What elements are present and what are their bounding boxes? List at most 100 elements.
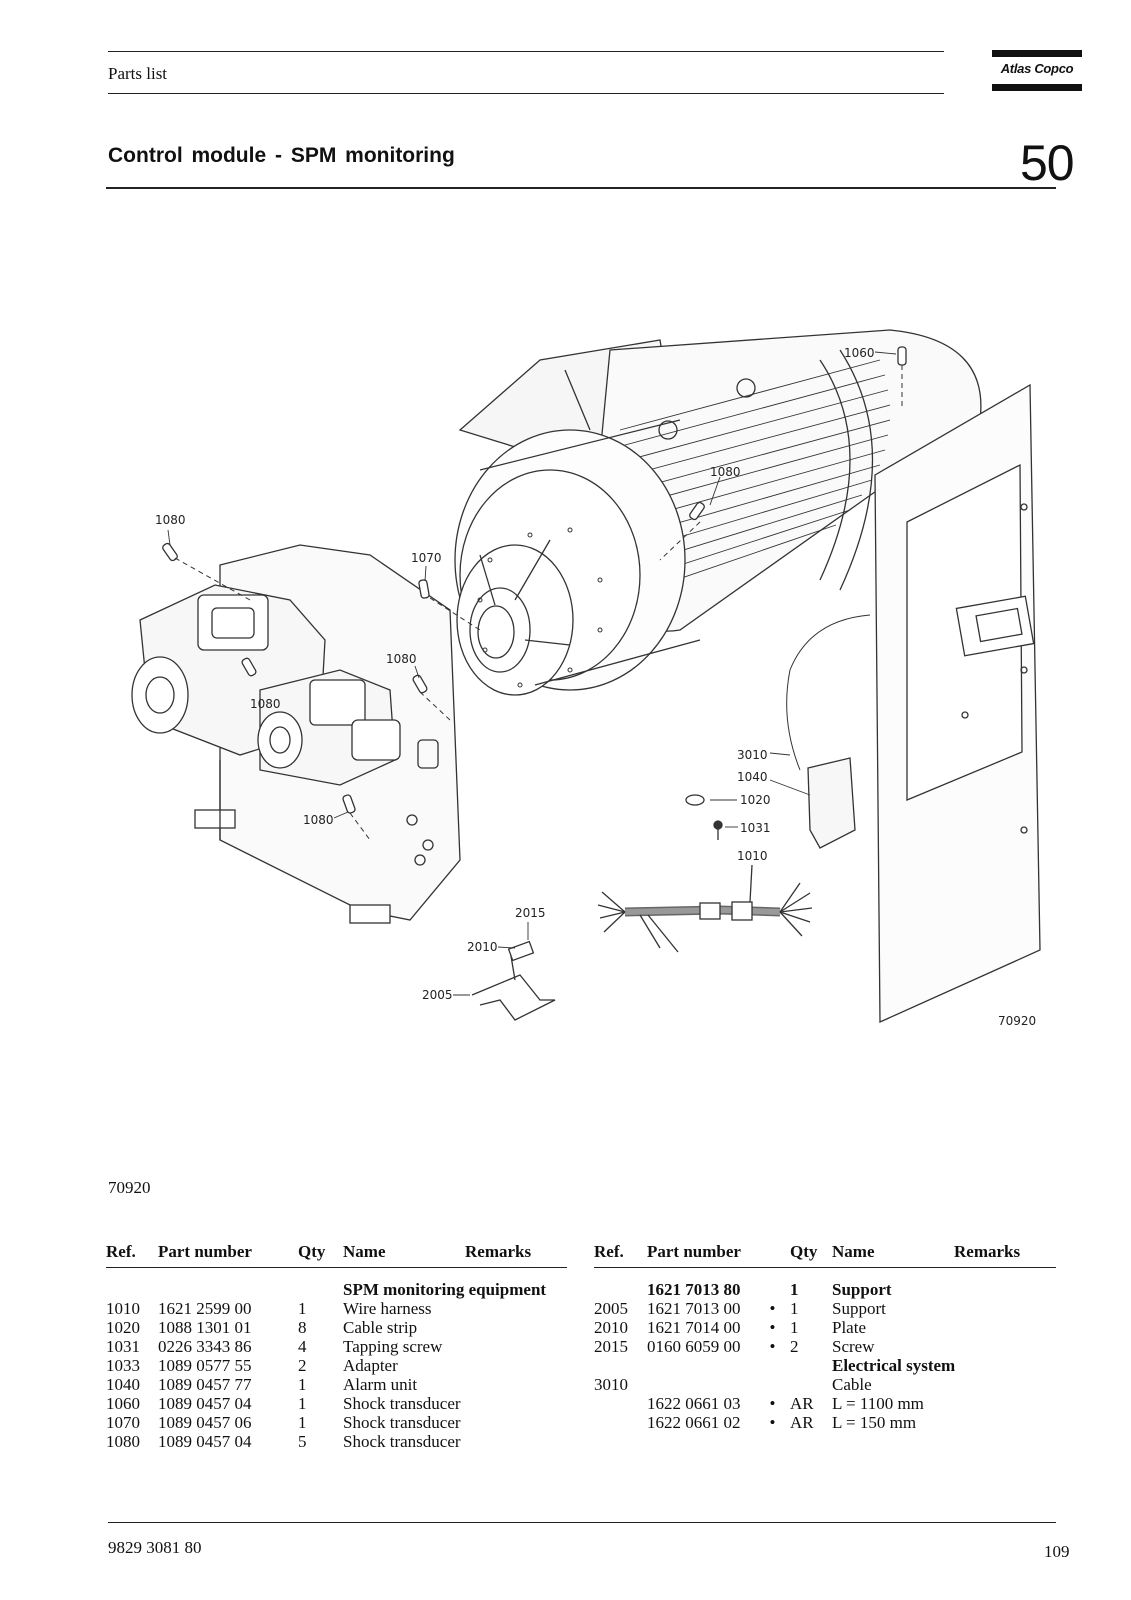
drawing-number: 70920 xyxy=(998,1014,1036,1028)
header-top-rule xyxy=(108,51,944,52)
title-rule xyxy=(106,187,1056,189)
cell-part-number: 1089 0457 77 xyxy=(158,1375,252,1394)
cell-qty: 1 xyxy=(298,1299,307,1318)
cell-marker xyxy=(276,1318,298,1337)
cell-marker: • xyxy=(769,1413,776,1432)
col-qty: Qty xyxy=(790,1237,832,1268)
callout-1031: 1031 xyxy=(740,821,771,835)
callout-1080-c: 1080 xyxy=(386,652,417,666)
cell-name: Shock transducer xyxy=(343,1413,461,1432)
col-remarks: Remarks xyxy=(954,1237,1056,1268)
col-part-number: Part number xyxy=(647,1237,755,1268)
cell-qty: AR xyxy=(790,1413,814,1432)
cell-ref xyxy=(594,1280,647,1299)
header-bottom-rule xyxy=(108,93,944,94)
cell-ref: 1080 xyxy=(106,1432,140,1451)
mounting-plate xyxy=(874,383,1041,1024)
cell-ref xyxy=(594,1356,647,1375)
cell-marker: • xyxy=(769,1394,776,1413)
page-number: 109 xyxy=(1044,1542,1070,1561)
cell-marker: • xyxy=(769,1337,776,1356)
cell-part-number: 1088 1301 01 xyxy=(158,1318,252,1337)
support-bracket xyxy=(471,940,556,1021)
cell-part-number: 1089 0457 06 xyxy=(158,1413,252,1432)
cell-name: Adapter xyxy=(343,1356,398,1375)
cell-ref: 1020 xyxy=(106,1318,140,1337)
cell-ref: 2015 xyxy=(594,1337,628,1356)
footer-rule xyxy=(108,1522,1056,1523)
callout-1080-b: 1080 xyxy=(155,513,186,527)
cell-marker xyxy=(755,1356,790,1375)
cell-ref: 3010 xyxy=(594,1375,628,1394)
cell-name: SPM monitoring equipment xyxy=(343,1280,547,1299)
cell-name: Support xyxy=(832,1280,892,1299)
cell-name: L = 150 mm xyxy=(832,1413,917,1432)
cell-qty: 4 xyxy=(298,1337,307,1356)
cell-qty: 1 xyxy=(298,1375,307,1394)
cell-ref xyxy=(594,1413,647,1432)
cell-marker xyxy=(276,1356,298,1375)
cell-ref: 1010 xyxy=(106,1299,140,1318)
callout-1020: 1020 xyxy=(740,793,771,807)
callout-1070: 1070 xyxy=(411,551,442,565)
table-row: SPM monitoring equipment xyxy=(106,1280,567,1299)
col-ref: Ref. xyxy=(594,1237,647,1268)
cell-ref: 1031 xyxy=(106,1337,140,1356)
callout-1010: 1010 xyxy=(737,849,768,863)
callout-2015: 2015 xyxy=(515,906,546,920)
callout-1060: 1060 xyxy=(844,346,875,360)
cell-qty: 8 xyxy=(298,1318,307,1337)
cell-ref xyxy=(594,1394,647,1413)
cell-qty: 2 xyxy=(298,1356,307,1375)
col-name: Name xyxy=(832,1237,954,1268)
document-number: 9829 3081 80 xyxy=(108,1538,202,1557)
cell-qty xyxy=(298,1280,343,1299)
col-qty: Qty xyxy=(298,1237,343,1268)
cell-marker xyxy=(755,1280,790,1299)
cell-marker xyxy=(276,1413,298,1432)
cell-ref: 2010 xyxy=(594,1318,628,1337)
callout-1080-d: 1080 xyxy=(250,697,281,711)
cell-part-number: 1089 0577 55 xyxy=(158,1356,252,1375)
cell-name: Electrical system xyxy=(832,1356,956,1375)
cell-marker xyxy=(276,1375,298,1394)
cell-qty: 1 xyxy=(790,1299,799,1318)
cell-name: Cable strip xyxy=(343,1318,418,1337)
cell-qty: 1 xyxy=(298,1394,307,1413)
figure-number: 70920 xyxy=(108,1178,151,1197)
cell-marker xyxy=(276,1299,298,1318)
cell-ref xyxy=(106,1280,158,1299)
section-number: 50 xyxy=(1020,135,1075,191)
cell-marker xyxy=(276,1280,298,1299)
cell-qty: AR xyxy=(790,1394,814,1413)
col-remarks: Remarks xyxy=(465,1237,567,1268)
cell-name: Wire harness xyxy=(343,1299,432,1318)
col-part-number: Part number xyxy=(158,1237,276,1268)
exploded-parts-drawing: 1060 1080 1080 1070 1080 1080 1080 3010 … xyxy=(131,329,1041,1028)
electric-motor xyxy=(454,329,982,696)
cell-part-number: 1089 0457 04 xyxy=(158,1394,252,1413)
cell-marker xyxy=(755,1375,790,1394)
callout-1040: 1040 xyxy=(737,770,768,784)
col-name: Name xyxy=(343,1237,465,1268)
cell-marker: • xyxy=(769,1299,776,1318)
cell-ref: 1033 xyxy=(106,1356,140,1375)
col-ref: Ref. xyxy=(106,1237,158,1268)
cell-ref: 1040 xyxy=(106,1375,140,1394)
cell-qty: 2 xyxy=(790,1337,799,1356)
cell-qty: 1 xyxy=(298,1413,307,1432)
header-label: Parts list xyxy=(108,64,168,83)
brand-logo-text: Atlas Copco xyxy=(1000,61,1074,76)
cell-part-number: 1621 7014 00 xyxy=(647,1318,741,1337)
table-row: 1033 1089 0577 55 2 Adapter xyxy=(106,1356,567,1375)
callout-2010: 2010 xyxy=(467,940,498,954)
cell-marker xyxy=(276,1432,298,1451)
cell-ref: 1060 xyxy=(106,1394,140,1413)
cell-qty: 5 xyxy=(298,1432,307,1451)
